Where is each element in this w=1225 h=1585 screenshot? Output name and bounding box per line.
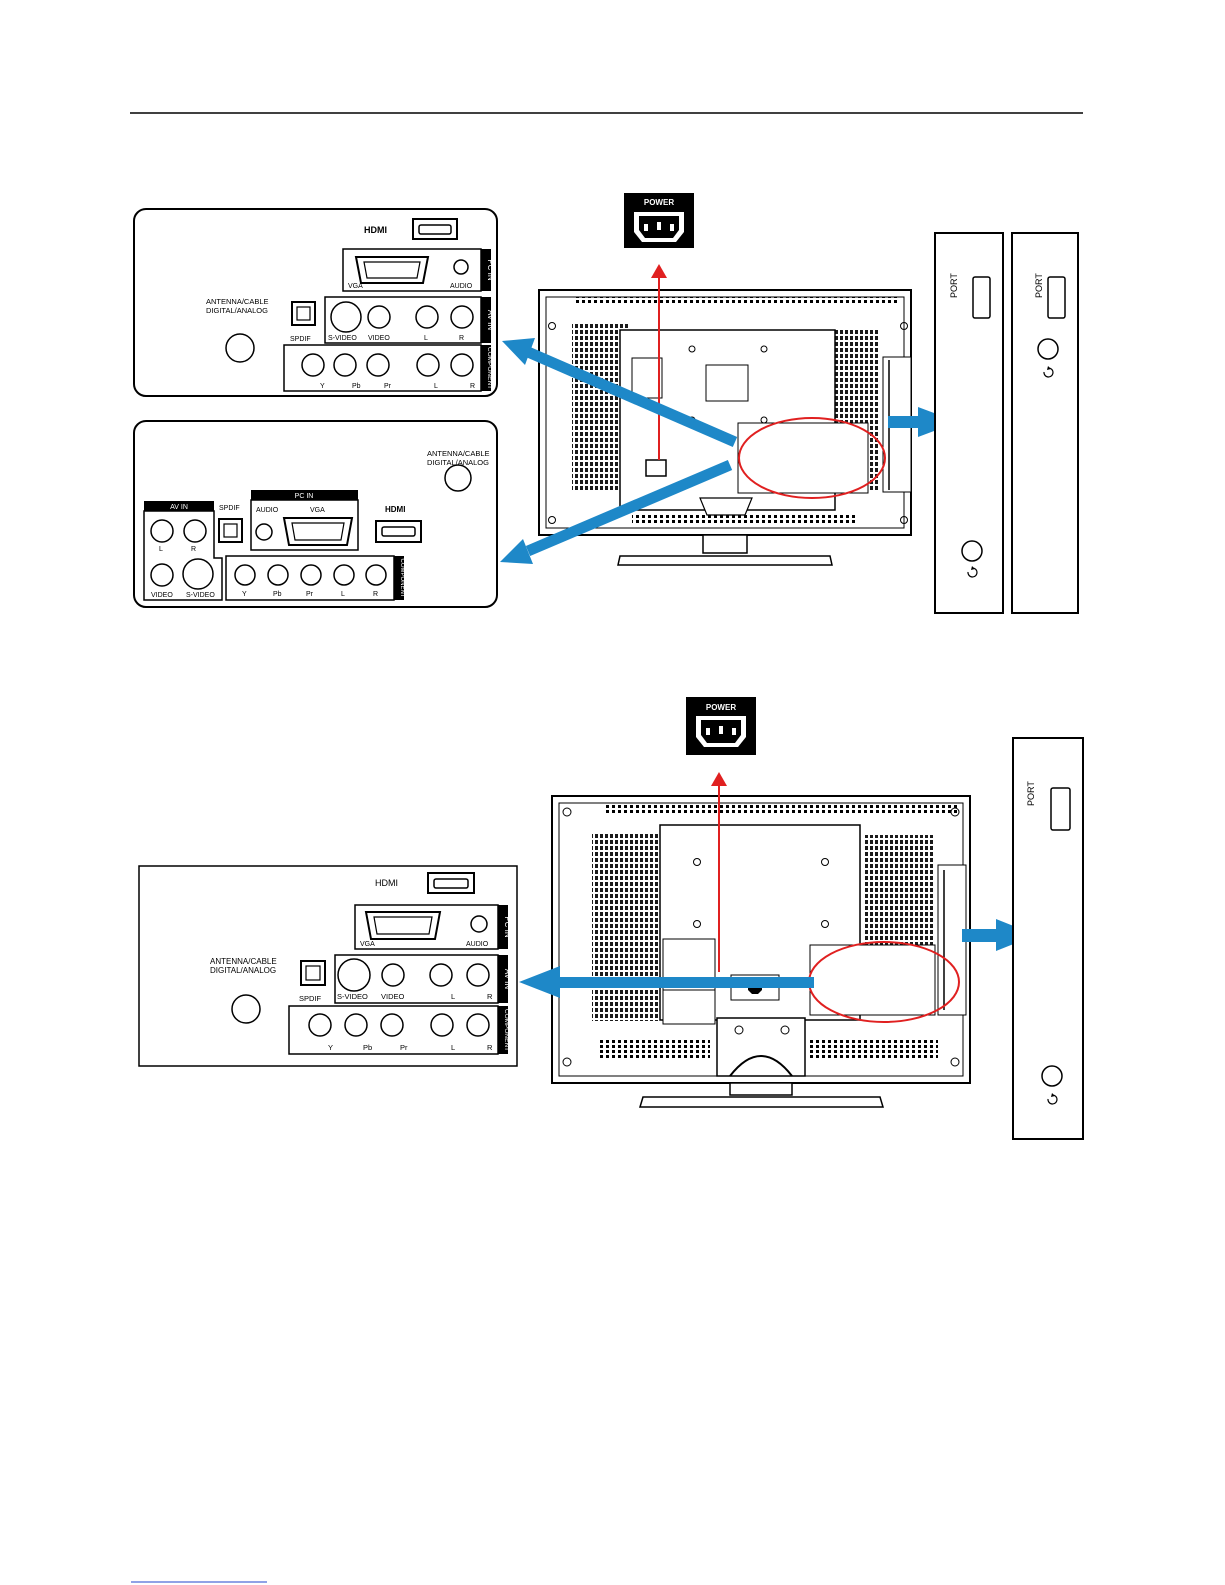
comp-l-label: L bbox=[341, 591, 345, 598]
antenna-jack bbox=[231, 994, 261, 1024]
video-label: VIDEO bbox=[151, 592, 173, 599]
video-label: VIDEO bbox=[381, 992, 405, 1001]
antenna-label-2: DIGITAL/ANALOG bbox=[427, 458, 489, 467]
av-in-label: AV IN bbox=[486, 310, 495, 331]
side-panel-top-1: PORT bbox=[934, 232, 1004, 614]
connector-panel-bottom: HDMI PC IN VGA AUDIO ANTENNA/CABLE DIGIT… bbox=[138, 865, 518, 1067]
power-arrow-head-bottom bbox=[711, 772, 727, 786]
power-socket-top: POWER bbox=[624, 193, 694, 248]
audio-label: AUDIO bbox=[256, 507, 279, 514]
pb-label: Pb bbox=[352, 383, 361, 390]
connector-panel-top-1: HDMI PC IN VGA AUDIO ANTENNA/CABLE DIGIT… bbox=[133, 208, 498, 397]
component-label: COMPONENT bbox=[486, 347, 493, 389]
power-cycle-icon bbox=[1043, 366, 1054, 378]
audio-label: AUDIO bbox=[450, 283, 473, 290]
spdif-label: SPDIF bbox=[299, 994, 322, 1003]
svideo-label: S-VIDEO bbox=[186, 592, 215, 599]
av-in-label: AV IN bbox=[170, 504, 188, 511]
antenna-label-1: ANTENNA/CABLE bbox=[427, 449, 490, 458]
pr-label: Pr bbox=[400, 1043, 408, 1052]
antenna-label-2: DIGITAL/ANALOG bbox=[206, 306, 268, 315]
l-label: L bbox=[424, 335, 428, 342]
video-label: VIDEO bbox=[368, 335, 390, 342]
blue-arrow-to-panel-1 bbox=[502, 338, 738, 448]
port-label: PORT bbox=[1034, 273, 1044, 298]
blue-arrow-to-panel-2 bbox=[500, 459, 733, 564]
pb-label: Pb bbox=[273, 591, 282, 598]
power-label: POWER bbox=[706, 703, 736, 712]
y-label: Y bbox=[320, 383, 325, 390]
port-label: PORT bbox=[1026, 781, 1036, 806]
hdmi-label: HDMI bbox=[385, 505, 405, 514]
pr-label: Pr bbox=[306, 591, 314, 598]
power-label: POWER bbox=[644, 198, 674, 207]
comp-l-label: L bbox=[434, 383, 438, 390]
power-arrow-head-top bbox=[651, 264, 667, 278]
component-label: COMPONENT bbox=[399, 559, 405, 598]
power-cycle-icon bbox=[967, 566, 978, 578]
av-in-label: AV IN bbox=[503, 969, 512, 990]
pr-label: Pr bbox=[384, 383, 392, 390]
audio-label: AUDIO bbox=[466, 941, 489, 948]
pc-in-label: PC IN bbox=[503, 916, 512, 938]
blue-arrow-to-panel-bottom bbox=[519, 966, 814, 998]
antenna-label-2: DIGITAL/ANALOG bbox=[210, 966, 276, 975]
highlight-ellipse-top bbox=[738, 417, 886, 499]
component-label: COMPONENT bbox=[503, 1009, 510, 1051]
port-label: PORT bbox=[949, 273, 959, 298]
side-panel-bottom: PORT bbox=[1012, 737, 1084, 1140]
comp-r-label: R bbox=[487, 1043, 493, 1052]
comp-r-label: R bbox=[470, 383, 475, 390]
spdif-label: SPDIF bbox=[219, 505, 240, 512]
l-label: L bbox=[451, 992, 455, 1001]
antenna-label-1: ANTENNA/CABLE bbox=[210, 957, 277, 966]
comp-l-label: L bbox=[451, 1043, 455, 1052]
hdmi-label: HDMI bbox=[364, 225, 387, 235]
antenna-label-1: ANTENNA/CABLE bbox=[206, 297, 269, 306]
spdif-label: SPDIF bbox=[290, 336, 311, 343]
r-label: R bbox=[487, 992, 493, 1001]
power-socket-bottom: POWER bbox=[686, 697, 756, 755]
vga-label: VGA bbox=[310, 507, 325, 514]
tv-back-top bbox=[538, 289, 912, 566]
svideo-label: S-VIDEO bbox=[328, 335, 357, 342]
l-label: L bbox=[159, 546, 163, 553]
pc-in-label: PC IN bbox=[486, 259, 495, 281]
tv-back-bottom bbox=[551, 795, 971, 1108]
r-label: R bbox=[191, 546, 196, 553]
hdmi-label: HDMI bbox=[375, 878, 398, 888]
power-cycle-icon bbox=[1047, 1093, 1058, 1105]
pb-label: Pb bbox=[363, 1043, 372, 1052]
vga-label: VGA bbox=[360, 941, 375, 948]
y-label: Y bbox=[242, 591, 247, 598]
antenna-jack bbox=[444, 464, 472, 492]
side-panel-top-2: PORT bbox=[1011, 232, 1079, 614]
connector-panel-top-2: ANTENNA/CABLE DIGITAL/ANALOG AV IN L R V… bbox=[133, 420, 498, 608]
y-label: Y bbox=[328, 1043, 333, 1052]
vga-label: VGA bbox=[348, 283, 363, 290]
pc-in-label: PC IN bbox=[295, 493, 314, 500]
svideo-label: S-VIDEO bbox=[337, 992, 368, 1001]
r-label: R bbox=[459, 335, 464, 342]
comp-r-label: R bbox=[373, 591, 378, 598]
antenna-jack bbox=[225, 333, 255, 363]
